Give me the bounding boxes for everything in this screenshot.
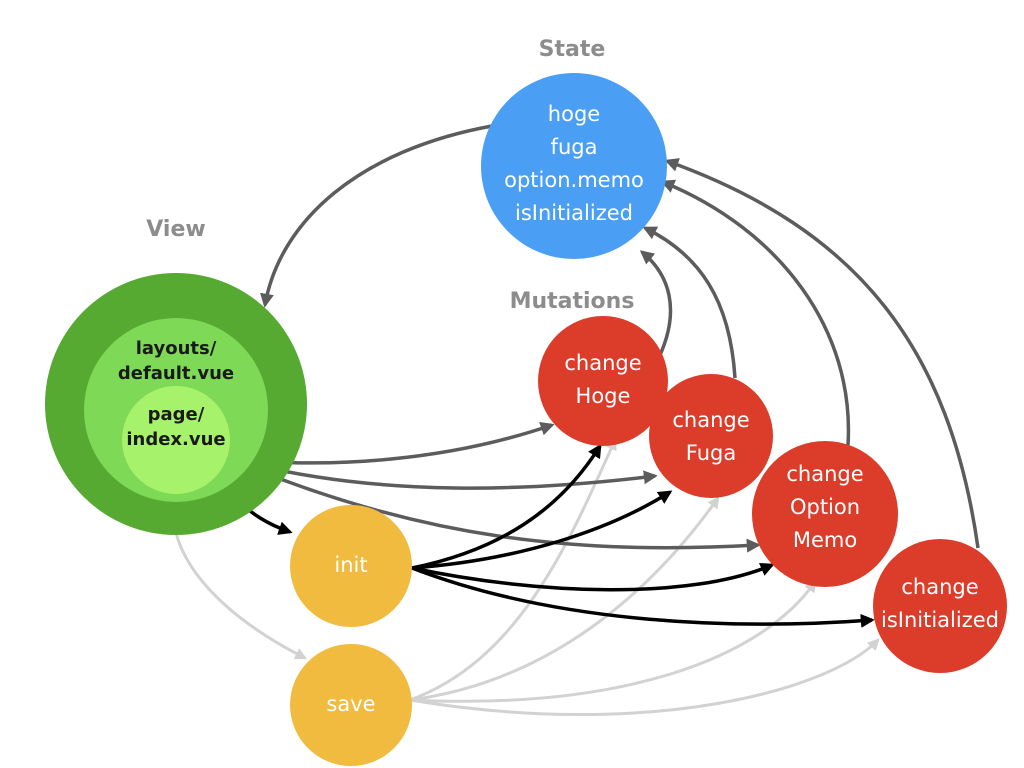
edge-state-to-view [260, 124, 493, 308]
layout-name-line2: default.vue [118, 363, 234, 384]
mutation-change-fuga: change Fuga [649, 374, 773, 498]
edge-change-hoge-to-state [639, 250, 673, 356]
state-node: hoge fuga option.memo isInitialized [481, 73, 667, 259]
state-item-isinitialized: isInitialized [515, 201, 633, 225]
change-fuga-line1: change [672, 408, 749, 432]
edge-save-to-change-fuga [409, 496, 720, 702]
change-fuga-circle [649, 374, 773, 498]
edge-init-to-change-fuga [411, 490, 673, 570]
view-node: layouts/ default.vue page/ index.vue [45, 273, 307, 535]
change-isinitialized-line2: isInitialized [881, 608, 999, 632]
change-isinitialized-circle [873, 539, 1007, 673]
state-item-hoge: hoge [548, 102, 600, 126]
change-hoge-circle [538, 316, 668, 446]
change-isinitialized-line1: change [901, 575, 978, 599]
page-name-line1: page/ [148, 404, 205, 425]
init-circle [290, 505, 412, 627]
view-section-label: View [146, 217, 205, 242]
save-circle [290, 644, 412, 766]
edge-save-to-change-option-memo [409, 580, 817, 703]
edge-change-isinitialized-to-state [664, 158, 980, 549]
edge-init-to-change-option-memo [411, 562, 775, 592]
page-name-line2: index.vue [126, 429, 225, 450]
mutations-section-label: Mutations [510, 289, 635, 314]
state-circle [481, 73, 667, 259]
state-item-option-memo: option.memo [504, 168, 644, 192]
change-option-memo-line3: Memo [793, 528, 857, 552]
state-item-fuga: fuga [551, 135, 598, 159]
change-option-memo-line2: Option [790, 495, 860, 519]
save-label: save [326, 692, 375, 716]
edge-init-to-change-hoge [411, 443, 602, 570]
save-edges [171, 437, 880, 717]
init-edges [226, 443, 875, 628]
change-hoge-line1: change [564, 351, 641, 375]
change-option-memo-line1: change [786, 462, 863, 486]
mutation-change-hoge: change Hoge [538, 316, 668, 446]
edge-init-to-change-isinitialized [411, 566, 875, 628]
edge-change-option-memo-to-state [660, 179, 851, 446]
edge-save-to-change-hoge [409, 437, 617, 702]
init-action-node: init [290, 505, 412, 627]
save-action-node: save [290, 644, 412, 766]
edge-page-to-change-fuga [227, 456, 658, 490]
edge-change-fuga-to-state [642, 226, 737, 379]
change-option-memo-circle [752, 441, 898, 587]
mutation-change-option-memo: change Option Memo [752, 441, 898, 587]
state-section-label: State [539, 37, 606, 62]
change-hoge-line2: Hoge [576, 384, 631, 408]
edge-save-to-change-isinitialized [409, 638, 880, 717]
edge-page-to-change-option-memo [227, 456, 761, 553]
page-circle [122, 386, 230, 494]
change-fuga-line2: Fuga [686, 441, 736, 465]
layout-name-line1: layouts/ [136, 338, 217, 359]
init-label: init [334, 553, 367, 577]
mutation-change-isinitialized: change isInitialized [873, 539, 1007, 673]
